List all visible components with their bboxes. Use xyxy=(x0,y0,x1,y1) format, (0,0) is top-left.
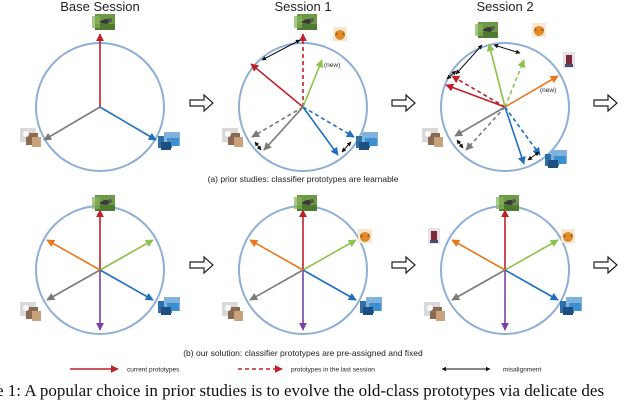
thumbnail-bird xyxy=(92,195,115,211)
progress-arrow-3 xyxy=(593,93,618,113)
misalignment-arrow xyxy=(446,70,457,80)
arrow-gray-current xyxy=(43,106,101,141)
arrow-gray-current xyxy=(263,106,304,151)
thumbnail-cats xyxy=(222,128,243,147)
new-label: (new) xyxy=(324,62,340,69)
misalignment-arrow xyxy=(254,141,262,151)
arrow-gray-current xyxy=(454,106,506,137)
panel-b-session1 xyxy=(222,195,382,335)
panel-a-session2: (new) xyxy=(422,22,575,172)
arrow-green-new xyxy=(302,59,324,108)
arrow-gray-last xyxy=(251,106,304,138)
arrow-orange xyxy=(451,239,506,271)
subcaption-b: (b) our solution: classifier prototypes … xyxy=(183,348,423,358)
thumbnail-fox xyxy=(532,23,546,37)
new-label: (new) xyxy=(540,87,556,94)
misalignment-arrow xyxy=(527,151,540,161)
arrow-blue-last xyxy=(504,106,541,156)
panel-a-session1: (new) xyxy=(222,14,378,172)
arrow-blue-current xyxy=(302,106,339,156)
thumbnail-sea xyxy=(560,297,582,315)
thumbnail-sea xyxy=(545,150,567,168)
arrow-blue-current xyxy=(99,106,157,141)
thumbnail-fox xyxy=(358,229,372,243)
misalignment-arrow xyxy=(455,44,483,75)
thumbnail-cats xyxy=(422,128,443,147)
arrow-gray xyxy=(451,269,506,301)
arrow-orange-new xyxy=(504,75,559,108)
figure-caption: e 1: A popular choice in prior studies i… xyxy=(0,381,604,400)
thumbnail-sea xyxy=(158,297,180,315)
arrow-green-current xyxy=(486,43,506,108)
thumbnail-sea xyxy=(360,297,382,315)
panel-b-base xyxy=(20,195,180,335)
arrow-green xyxy=(504,239,559,271)
arrow-gray xyxy=(249,269,304,301)
progress-arrow-4 xyxy=(189,255,214,275)
arrow-orange xyxy=(249,239,304,271)
arrow-blue-last xyxy=(302,106,355,138)
thumbnail-fox xyxy=(561,229,575,243)
misalignment-arrow xyxy=(456,139,464,149)
arrow-green-last xyxy=(504,59,526,108)
progress-arrow-5 xyxy=(391,255,416,275)
arrow-green xyxy=(99,239,154,271)
arrow-blue xyxy=(99,269,154,301)
thumbnail-bird xyxy=(475,22,498,38)
arrow-red-current xyxy=(445,83,506,108)
thumbnail-sea xyxy=(158,132,180,150)
thumbnail-cats xyxy=(20,128,41,147)
legend-last-label: prototypes in the last session xyxy=(291,367,375,374)
thumbnail-sea xyxy=(356,132,378,150)
thumbnail-cats xyxy=(20,302,41,321)
prototype-circle xyxy=(440,42,570,172)
arrow-orange xyxy=(46,239,101,271)
thumbnail-cats xyxy=(222,302,243,321)
progress-arrow-2 xyxy=(391,93,416,113)
progress-arrow-1 xyxy=(189,93,214,113)
arrow-gray-last xyxy=(465,106,506,151)
misalignment-arrow xyxy=(261,39,301,61)
arrow-blue xyxy=(504,269,559,301)
thumbnail-bird xyxy=(92,14,115,30)
thumbnail-boat xyxy=(428,228,440,244)
arrow-green xyxy=(302,239,357,271)
thumbnail-boat xyxy=(563,52,575,68)
arrow-blue xyxy=(302,269,357,301)
subcaption-a: (a) prior studies: classifier prototypes… xyxy=(208,174,399,184)
arrow-red-last xyxy=(451,75,506,108)
thumbnail-bird xyxy=(294,195,317,211)
arrow-blue-current xyxy=(504,106,526,165)
thumbnail-bird xyxy=(496,195,519,211)
progress-arrow-6 xyxy=(593,255,618,275)
title-session-1: Session 1 xyxy=(274,0,331,14)
legend-current-label: current prototypes xyxy=(127,367,180,374)
legend: current prototypes prototypes in the las… xyxy=(70,365,541,374)
misalignment-arrow xyxy=(493,44,521,54)
thumbnail-cats xyxy=(424,302,445,321)
title-session-2: Session 2 xyxy=(476,0,533,14)
legend-misalign-label: misalignment xyxy=(503,367,541,374)
thumbnail-fox xyxy=(333,27,347,41)
arrow-red-current xyxy=(250,63,304,108)
misalignment-arrow xyxy=(341,141,352,153)
panel-b-session2 xyxy=(424,195,582,335)
panel-a-base xyxy=(20,14,180,172)
thumbnail-bird xyxy=(294,14,317,30)
title-base-session: Base Session xyxy=(60,0,140,14)
arrow-gray xyxy=(46,269,101,301)
